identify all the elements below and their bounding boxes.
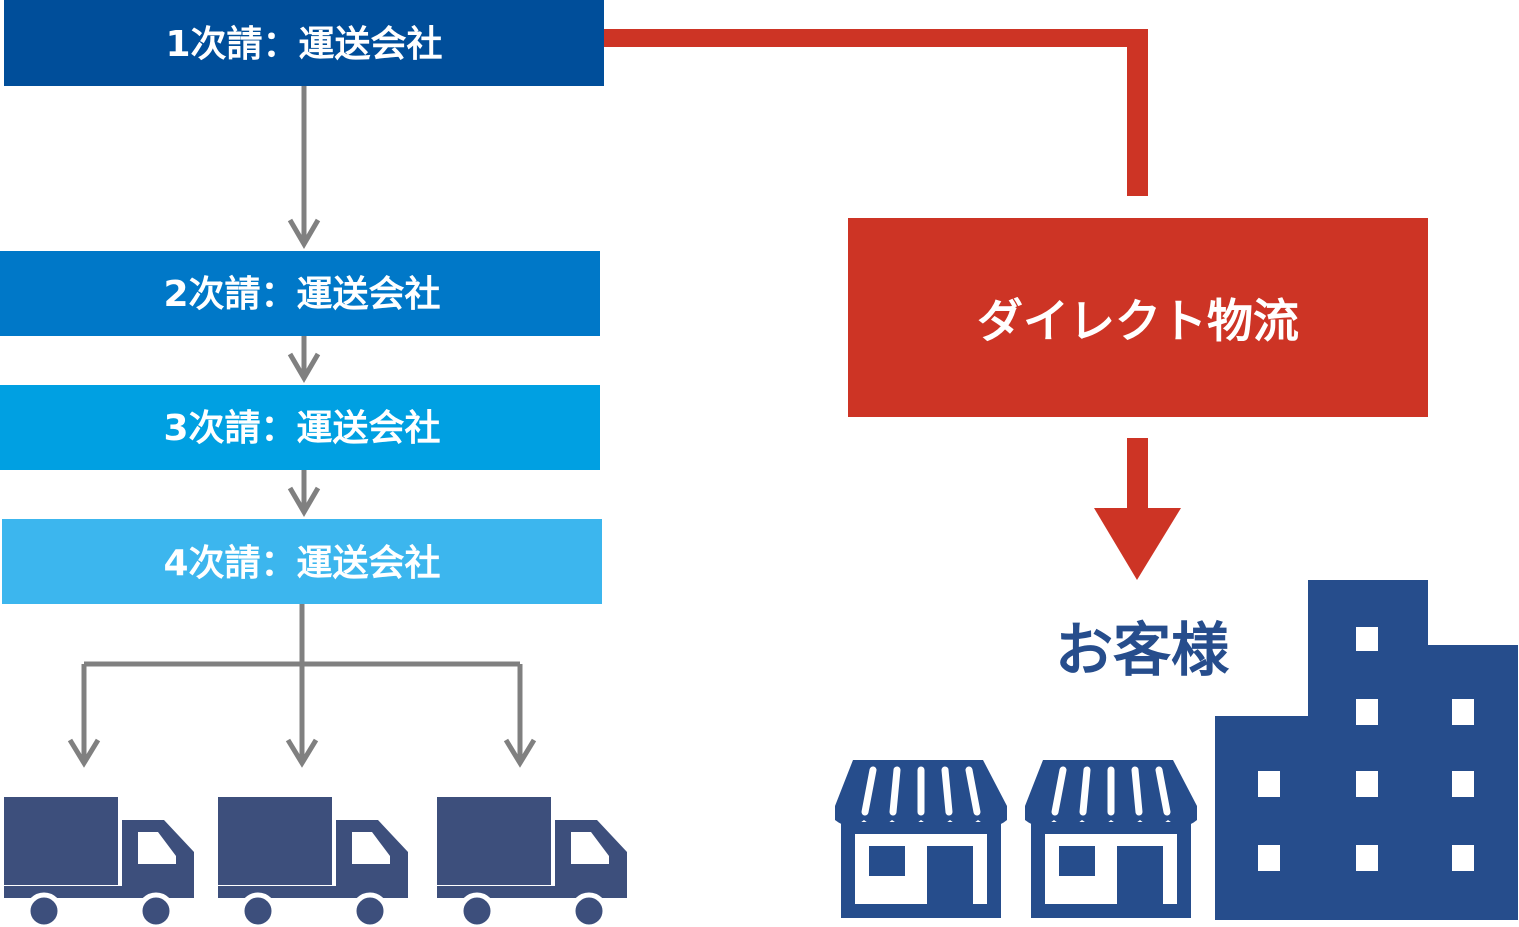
tier-3-box: 3次請：運送会社 bbox=[0, 385, 600, 470]
truck-icon bbox=[437, 797, 627, 927]
storefront-icon bbox=[835, 760, 1007, 918]
tier-4-box: 4次請：運送会社 bbox=[2, 519, 602, 604]
tier-1-label: 1次請：運送会社 bbox=[165, 24, 442, 65]
tier-2-box: 2次請：運送会社 bbox=[0, 251, 600, 336]
tier-4-label: 4次請：運送会社 bbox=[163, 543, 440, 584]
office-building-icon bbox=[1215, 580, 1518, 920]
truck-icon bbox=[218, 797, 408, 927]
tier-1-box: 1次請：運送会社 bbox=[4, 0, 604, 86]
truck-icon bbox=[4, 797, 194, 927]
tier-3-label: 3次請：運送会社 bbox=[163, 408, 440, 449]
subcontract-connectors bbox=[67, 86, 537, 768]
direct-logistics-label: ダイレクト物流 bbox=[977, 294, 1299, 348]
direct-logistics-box: ダイレクト物流 bbox=[848, 218, 1428, 417]
storefront-icon bbox=[1025, 760, 1197, 918]
customer-label: お客様 bbox=[1055, 616, 1230, 684]
tier-2-label: 2次請：運送会社 bbox=[163, 274, 440, 315]
direct-route-connector bbox=[604, 29, 1181, 580]
